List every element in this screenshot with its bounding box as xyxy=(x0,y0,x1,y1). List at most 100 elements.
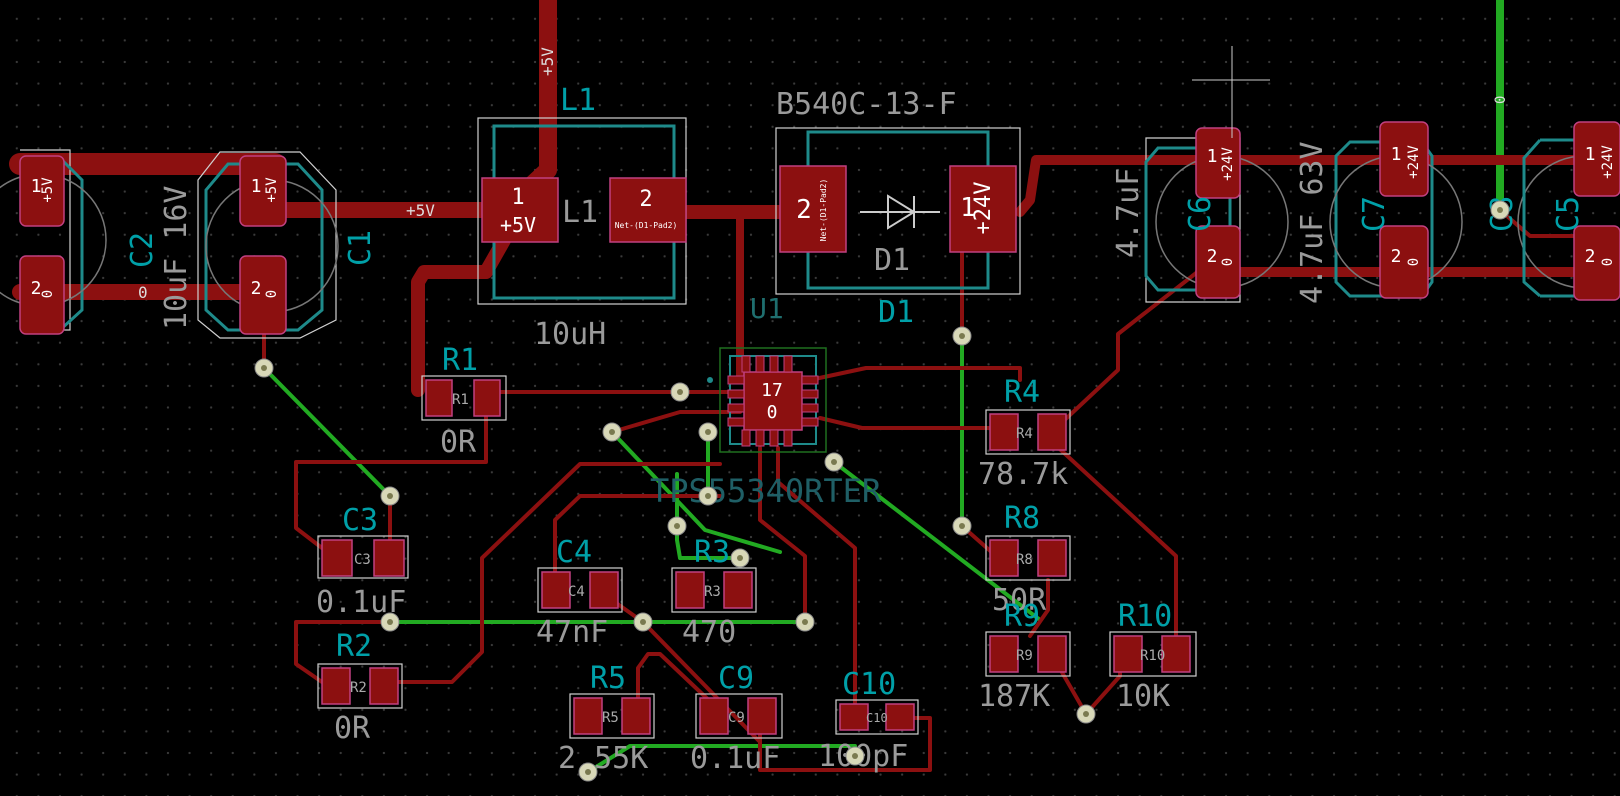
c1-pad-2[interactable] xyxy=(239,255,287,335)
c6-pad2-num: 2 xyxy=(1207,246,1218,267)
footprint-r3[interactable]: R3 R3 470 xyxy=(671,535,757,650)
r2-pad-1[interactable] xyxy=(321,667,351,705)
via[interactable] xyxy=(578,762,598,782)
track-5v-from-top[interactable] xyxy=(511,0,557,205)
via[interactable] xyxy=(952,326,972,346)
via[interactable] xyxy=(730,548,750,568)
via[interactable] xyxy=(824,452,844,472)
track-back-r5-c10[interactable] xyxy=(586,744,857,774)
track-r4-gnd[interactable] xyxy=(1054,268,1202,430)
r5-pad-1[interactable] xyxy=(573,697,603,735)
footprint-c5[interactable]: 1 2 +24V 0 xyxy=(1517,121,1620,301)
c4-pad-2[interactable] xyxy=(589,571,619,609)
c5-pad-2[interactable] xyxy=(1573,225,1620,301)
track-back-c1-c3[interactable] xyxy=(262,366,392,498)
footprint-r8[interactable]: R8 R8 50R xyxy=(985,501,1071,618)
via[interactable] xyxy=(795,612,815,632)
c9-pad-1[interactable] xyxy=(699,697,729,735)
via[interactable] xyxy=(380,612,400,632)
track-back-u1-r3[interactable] xyxy=(675,472,742,560)
c7-pad-1[interactable] xyxy=(1379,121,1429,197)
via[interactable] xyxy=(698,422,718,442)
c7-pad-2[interactable] xyxy=(1379,225,1429,299)
r8-pad-2[interactable] xyxy=(1037,539,1067,577)
r1-pad-1[interactable] xyxy=(425,379,453,417)
c5-pad-1[interactable] xyxy=(1573,121,1620,197)
c10-pad-2[interactable] xyxy=(885,703,915,731)
d1-pad-1[interactable] xyxy=(949,165,1017,253)
footprint-r10[interactable]: R10 R10 10K xyxy=(1109,599,1197,714)
via[interactable] xyxy=(1490,200,1510,220)
c2-pad-1[interactable] xyxy=(19,155,65,227)
c2-pad-2[interactable] xyxy=(19,255,65,335)
via[interactable] xyxy=(952,516,972,536)
track-r4-r10[interactable] xyxy=(1048,438,1178,638)
c9-pad-2[interactable] xyxy=(747,697,777,735)
via[interactable] xyxy=(380,486,400,506)
r10-pad-2[interactable] xyxy=(1161,635,1191,673)
footprint-c7[interactable]: 1 2 +24V 0 4.7uF 63V xyxy=(1295,121,1463,304)
r9-pad-2[interactable] xyxy=(1037,635,1067,673)
via[interactable] xyxy=(698,486,718,506)
via[interactable] xyxy=(670,382,690,402)
c10-pad-1[interactable] xyxy=(839,703,869,731)
l1-pad-2[interactable] xyxy=(609,177,687,243)
via[interactable] xyxy=(1076,704,1096,724)
c6-pad-2[interactable] xyxy=(1195,225,1241,299)
footprint-r5[interactable]: R5 R5 2.55K xyxy=(558,661,655,776)
r10-pad-1[interactable] xyxy=(1113,635,1143,673)
r3-pad-2[interactable] xyxy=(723,571,753,609)
track-u1-via-r3[interactable] xyxy=(758,446,807,624)
r5-pad-2[interactable] xyxy=(621,697,651,735)
footprint-r1[interactable]: R1 R1 0R xyxy=(421,343,507,460)
footprint-r4[interactable]: R4 R4 78.7k xyxy=(978,375,1071,492)
footprint-l1[interactable]: 1 +5V 2 Net-(D1-Pad2) L1 L1 10uH xyxy=(477,83,687,352)
u1-ref: U1 xyxy=(750,292,784,325)
track-r2-u1[interactable] xyxy=(388,462,722,684)
via[interactable] xyxy=(845,746,865,766)
track-u1-via-left[interactable] xyxy=(610,410,742,434)
track-5v-l1-r1[interactable] xyxy=(411,205,527,397)
track-u1-r4-top[interactable] xyxy=(808,366,1022,382)
footprint-c2[interactable]: 1 2 +5V 0 C2 10uF 16V xyxy=(0,149,194,335)
footprint-c1[interactable]: 1 2 +5V 0 C1 xyxy=(197,151,378,339)
r4-pad-1[interactable] xyxy=(989,413,1019,451)
track-c9-c10[interactable] xyxy=(758,716,932,772)
c9-ref: C9 xyxy=(718,661,754,696)
r2-pad-2[interactable] xyxy=(369,667,399,705)
track-u1-r4[interactable] xyxy=(818,416,1002,430)
track-back-u1-r9[interactable] xyxy=(832,460,1042,622)
c3-pad-1[interactable] xyxy=(321,539,353,577)
via[interactable] xyxy=(667,516,687,536)
r3-pad-1[interactable] xyxy=(675,571,705,609)
c4-value: 47nF xyxy=(536,615,608,650)
footprint-c10[interactable]: C10 C10 100pF xyxy=(818,667,919,774)
footprint-u1[interactable]: 17 0 U1 TPS55340RTER xyxy=(650,292,882,510)
r9-pad-1[interactable] xyxy=(989,635,1019,673)
c6-pad-1[interactable] xyxy=(1195,127,1241,199)
via[interactable] xyxy=(633,612,653,632)
r8-pad-1[interactable] xyxy=(989,539,1019,577)
track-r5-c9[interactable] xyxy=(636,652,717,720)
footprint-c3[interactable]: C3 C3 0.1uF xyxy=(316,503,409,620)
r1-pad-2[interactable] xyxy=(473,379,501,417)
c3-pad-2[interactable] xyxy=(373,539,405,577)
track-u1-c10[interactable] xyxy=(776,446,857,718)
d1-pad-2[interactable] xyxy=(779,165,847,253)
r4-pad-2[interactable] xyxy=(1037,413,1067,451)
footprint-r9[interactable]: R9 R9 187K xyxy=(978,599,1071,714)
footprint-c6[interactable]: 1 2 +24V 0 4.7uF xyxy=(1111,127,1289,303)
track-24v-out[interactable] xyxy=(1015,155,1615,217)
via[interactable] xyxy=(254,358,274,378)
via[interactable] xyxy=(602,422,622,442)
c1-pad-1[interactable] xyxy=(239,155,287,227)
footprint-c4[interactable]: C4 C4 47nF xyxy=(536,535,623,650)
c4-pad-1[interactable] xyxy=(541,571,571,609)
footprint-d1[interactable]: 2 Net-(D1-Pad2) 1 +24V B540C-13-F D1 D1 xyxy=(775,87,1021,330)
track-r8-r9[interactable] xyxy=(1028,578,1050,638)
footprint-r2[interactable]: R2 R2 0R xyxy=(317,629,403,746)
l1-pad-1[interactable] xyxy=(481,177,559,243)
track-c4-u1[interactable] xyxy=(553,494,722,590)
footprint-c9[interactable]: C9 C9 0.1uF xyxy=(690,661,783,776)
